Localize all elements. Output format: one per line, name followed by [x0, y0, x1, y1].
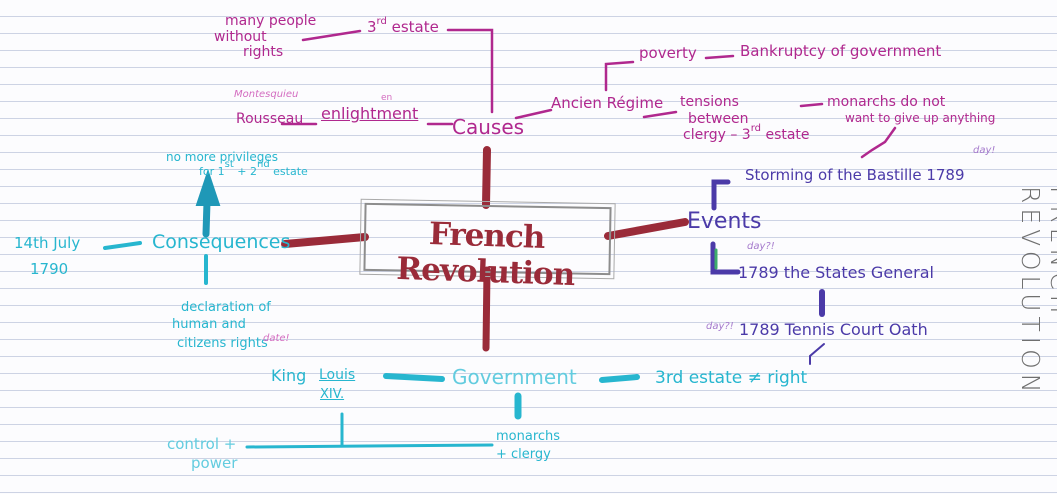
side-title: FRENCH REVOLUTION: [1016, 186, 1057, 398]
center-title: French Revolution: [395, 216, 575, 294]
states-day-note: day?!: [747, 241, 775, 252]
arrow-head: [195, 168, 221, 206]
third-estate-label: 3rd estate: [367, 16, 439, 36]
clergy-estate: estate: [761, 127, 810, 143]
government-label: Government: [452, 365, 577, 389]
branch-to-government: [482, 266, 491, 352]
enlightment-label: enlightment: [321, 104, 419, 123]
monarchs-clergy-line-2: + clergy: [496, 447, 551, 462]
line-monarchs-bastille: [860, 126, 897, 159]
many-people-line-1: many people: [225, 13, 317, 29]
privileges-for: for 1: [199, 165, 225, 178]
third-estate-sup: rd: [376, 16, 387, 27]
ancien-regime-label: Ancien Régime: [551, 94, 664, 112]
branch-to-causes: [482, 146, 491, 209]
privileges-line-2: for 1st + 2nd estate: [199, 159, 308, 179]
line-control-bar: [245, 443, 494, 449]
line-louis-government: [383, 373, 445, 382]
louis-label: Louis: [319, 367, 356, 383]
consequences-label: Consequences: [152, 231, 291, 253]
line-causes-ancien: [514, 108, 553, 120]
clergy-label: clergy – 3rd estate: [683, 123, 810, 143]
states-general-label: 1789 the States General: [738, 263, 934, 282]
king-label: King: [271, 366, 307, 385]
events-connectors: [710, 179, 825, 365]
causes-label: Causes: [452, 115, 525, 139]
tensions-line-1: tensions: [680, 94, 739, 110]
clergy-sup: rd: [750, 123, 761, 134]
line-government-estate: [599, 374, 640, 383]
control-line-2: power: [191, 454, 238, 472]
poverty-label: poverty: [639, 44, 697, 62]
monarchs-line-2: want to give up anything: [845, 111, 996, 125]
declaration-line-1: declaration of: [181, 300, 271, 315]
events-label: Events: [687, 209, 762, 234]
rousseau-label: Rousseau: [236, 111, 304, 127]
branch-to-events: [604, 218, 689, 240]
line-date-consequences: [103, 241, 142, 250]
tennis-court-label: 1789 Tennis Court Oath: [739, 320, 928, 339]
privileges-estate: estate: [269, 165, 308, 178]
third-estate-word: estate: [386, 18, 439, 36]
declaration-date-note: date!: [263, 333, 290, 344]
monarchs-clergy-line-1: monarchs: [496, 429, 561, 444]
privileges-sup-1: st: [224, 159, 234, 170]
privileges-line-1: no more privileges: [166, 150, 278, 164]
date-line-2: 1790: [30, 260, 69, 278]
line-ancien-poverty: [604, 60, 635, 92]
many-people-line-3: rights: [243, 44, 284, 60]
line-tensions-monarchs: [799, 102, 824, 108]
louis-numeral: XIV.: [320, 387, 345, 402]
consequences-connectors: [103, 168, 221, 285]
privileges-plus: + 2: [233, 165, 257, 178]
causes-connectors: [280, 28, 897, 159]
control-line-1: control +: [167, 435, 237, 453]
bastille-label: Storming of the Bastille 1789: [745, 166, 965, 184]
bracket-bastille: [711, 179, 731, 211]
arrow-shaft: [202, 198, 211, 238]
tensions-line-2: between: [688, 111, 749, 127]
declaration-line-3: citizens rights: [177, 336, 268, 351]
central-branches: [281, 146, 689, 352]
clergy-text: clergy – 3: [683, 127, 751, 143]
many-people-line-2: without: [214, 29, 267, 45]
declaration-line-2: human and: [172, 317, 246, 332]
line-estate-to-causes: [446, 28, 494, 114]
bankruptcy-label: Bankruptcy of government: [740, 42, 942, 60]
third-estate-number: 3: [367, 18, 377, 36]
line-ancien-tensions: [642, 110, 678, 119]
tennis-day-note: day?!: [706, 321, 734, 332]
date-line-1: 14th July: [14, 234, 81, 252]
bracket-states: [710, 241, 741, 275]
privileges-sup-2: nd: [256, 159, 270, 170]
branch-to-consequences: [281, 233, 369, 248]
line-people-to-estate: [301, 29, 362, 42]
montesquieu-label: Montesquieu: [234, 89, 299, 100]
line-tennis-right: [809, 343, 825, 365]
line-poverty-bankruptcy: [704, 54, 735, 60]
enlightment-correction: en: [381, 93, 393, 103]
third-estate-right-label: 3rd estate ≠ right: [655, 368, 808, 388]
government-connectors: [245, 373, 640, 449]
monarchs-line-1: monarchs do not: [827, 94, 946, 110]
bastille-day-note: day!: [973, 145, 996, 156]
